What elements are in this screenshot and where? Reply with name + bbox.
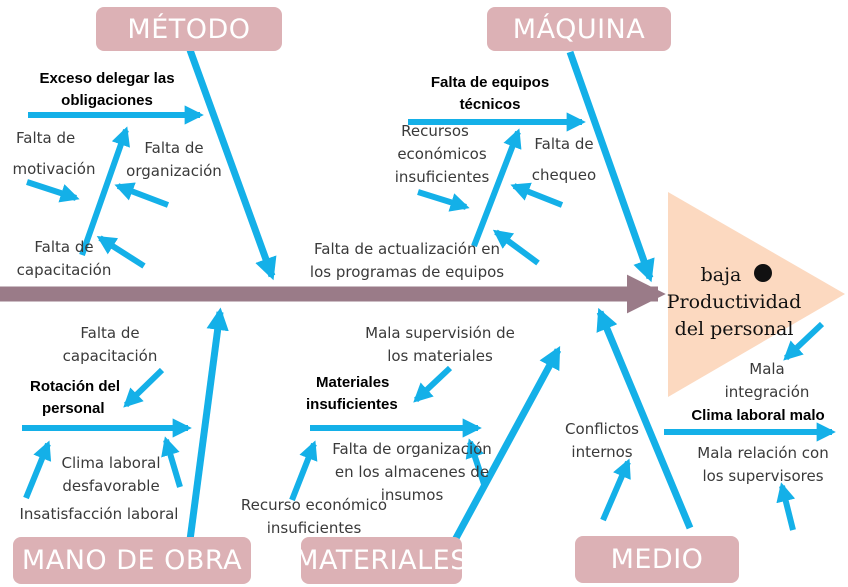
effect-label: baja Productividad del personal — [664, 262, 804, 343]
effect-dot — [754, 264, 772, 282]
bone-materiales — [451, 346, 562, 542]
category-maquina: MÁQUINA — [487, 7, 671, 51]
materiales-main-cause: Materiales insuficientes — [306, 374, 398, 413]
maquina-cause-recursos: Recursos económicos insuficientes — [394, 122, 490, 186]
metodo-cause-organizacion: Falta de organización — [126, 139, 222, 180]
obra-cause-insatisfaccion: Insatisfacción laboral — [19, 505, 179, 523]
metodo-cause-motivacion: Falta de motivación — [12, 129, 96, 178]
bone-maquina — [566, 50, 655, 283]
medio-cause-integracion: Mala integración — [724, 360, 810, 401]
category-metodo: MÉTODO — [96, 7, 282, 51]
category-mano-de-obra: MANO DE OBRA — [13, 537, 251, 584]
materiales-cause-recurso: Recurso económico insuficientes — [240, 496, 388, 537]
arrow-insatisfaccion — [23, 440, 52, 500]
effect-line-1: baja — [700, 264, 742, 286]
arrow-mala-integracion — [783, 321, 825, 361]
arrow-falta-organizacion-almacenes — [465, 438, 487, 485]
arrow-falta-motivacion — [26, 179, 80, 203]
obra-cause-clima: Clima laboral desfavorable — [61, 454, 161, 495]
arrow-mala-relacion — [776, 482, 796, 531]
medio-main-cause: Clima laboral malo — [691, 407, 825, 424]
arrow-clima-desfavorable — [161, 436, 183, 488]
arrow-falta-capacitacion-obra — [123, 367, 165, 408]
materiales-cause-organizacion: Falta de organización en los almacenes d… — [332, 440, 492, 504]
maquina-cause-actualizacion: Falta de actualización en los programas … — [309, 240, 505, 281]
arrow-falta-organizacion-metodo — [114, 182, 170, 208]
arrow-falta-actualizacion — [492, 229, 540, 266]
effect-line-3: del personal — [674, 318, 794, 340]
materiales-cause-supervision: Mala supervisión de los materiales — [365, 324, 515, 365]
arrow-recursos-economicos — [417, 189, 470, 212]
arrow-metodo-sub-bone — [79, 126, 130, 256]
bone-medio — [596, 307, 694, 530]
effect-line-2: Productividad — [666, 291, 802, 313]
obra-main-cause: Rotación del personal — [30, 378, 121, 417]
bone-mano-de-obra — [186, 307, 229, 541]
maquina-cause-chequeo: Falta de chequeo — [531, 135, 597, 184]
arrow-falta-capacitacion-metodo — [96, 235, 146, 269]
arrow-mala-supervision — [413, 365, 453, 403]
arrow-maquina-sub-bone — [471, 128, 522, 248]
metodo-main-cause: Exceso delegar las obligaciones — [39, 70, 175, 109]
obra-cause-capacitacion: Falta de capacitación — [62, 324, 158, 365]
medio-cause-conflictos: Conflictos internos — [565, 420, 639, 461]
medio-cause-supervisores: Mala relación con los supervisores — [697, 444, 829, 485]
category-medio: MEDIO — [575, 536, 739, 583]
effect-head-triangle — [668, 192, 845, 397]
arrow-falta-chequeo — [510, 182, 564, 208]
category-materiales: MATERIALES — [295, 537, 467, 584]
arrow-conflictos-internos — [600, 458, 631, 522]
maquina-main-cause: Falta de equipos técnicos — [430, 74, 550, 113]
metodo-cause-capacitacion: Falta de capacitación — [16, 238, 112, 279]
bone-metodo — [186, 48, 277, 281]
arrow-recurso-economico — [289, 440, 318, 502]
